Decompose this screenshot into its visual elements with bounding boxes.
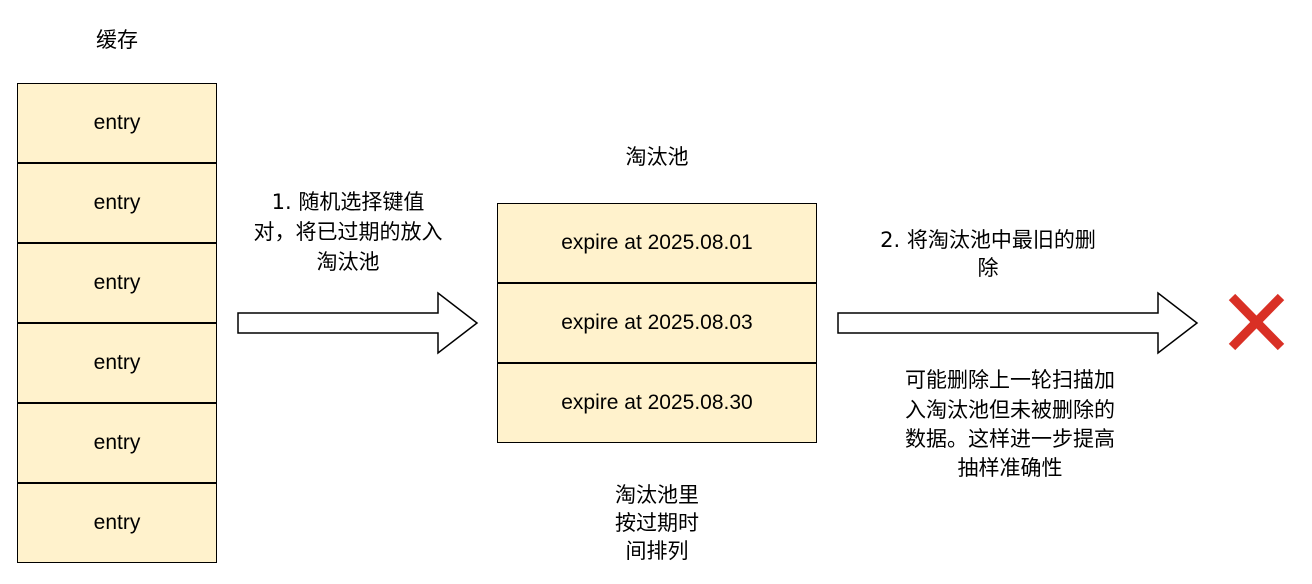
- step1-line: 淘汰池: [316, 250, 380, 274]
- cache-entry: entry: [17, 403, 217, 483]
- step1-line: 1. 随机选择键值: [271, 190, 425, 214]
- cache-entry: entry: [17, 83, 217, 163]
- cache-entry: entry: [17, 483, 217, 563]
- x-mark-icon: [1228, 293, 1285, 351]
- pool-title: 淘汰池: [625, 145, 689, 169]
- cache-stack: entry entry entry entry entry entry: [17, 83, 217, 563]
- deletion-note-line: 抽样准确性: [957, 456, 1063, 480]
- step2-line: 除: [977, 256, 999, 280]
- pool-note-line: 按过期时: [615, 511, 699, 535]
- cache-entry: entry: [17, 163, 217, 243]
- deletion-note-line: 数据。这样进一步提高: [905, 427, 1115, 451]
- deletion-note-line: 可能删除上一轮扫描加: [905, 368, 1115, 392]
- cache-title: 缓存: [96, 28, 138, 52]
- pool-item: expire at 2025.08.03: [497, 283, 817, 363]
- arrow-cache-to-pool: [237, 291, 479, 355]
- deletion-note-line: 入淘汰池但未被删除的: [905, 398, 1115, 422]
- step1-line: 对，将已过期的放入: [253, 220, 443, 244]
- eviction-pool: expire at 2025.08.01 expire at 2025.08.0…: [497, 203, 817, 443]
- arrow-pool-to-delete: [837, 291, 1199, 355]
- pool-item: expire at 2025.08.01: [497, 203, 817, 283]
- cache-entry: entry: [17, 243, 217, 323]
- pool-note-line: 间排列: [625, 539, 689, 563]
- step2-line: 2. 将淘汰池中最旧的删: [880, 228, 1096, 252]
- cache-entry: entry: [17, 323, 217, 403]
- pool-item: expire at 2025.08.30: [497, 363, 817, 443]
- pool-note-line: 淘汰池里: [615, 483, 699, 507]
